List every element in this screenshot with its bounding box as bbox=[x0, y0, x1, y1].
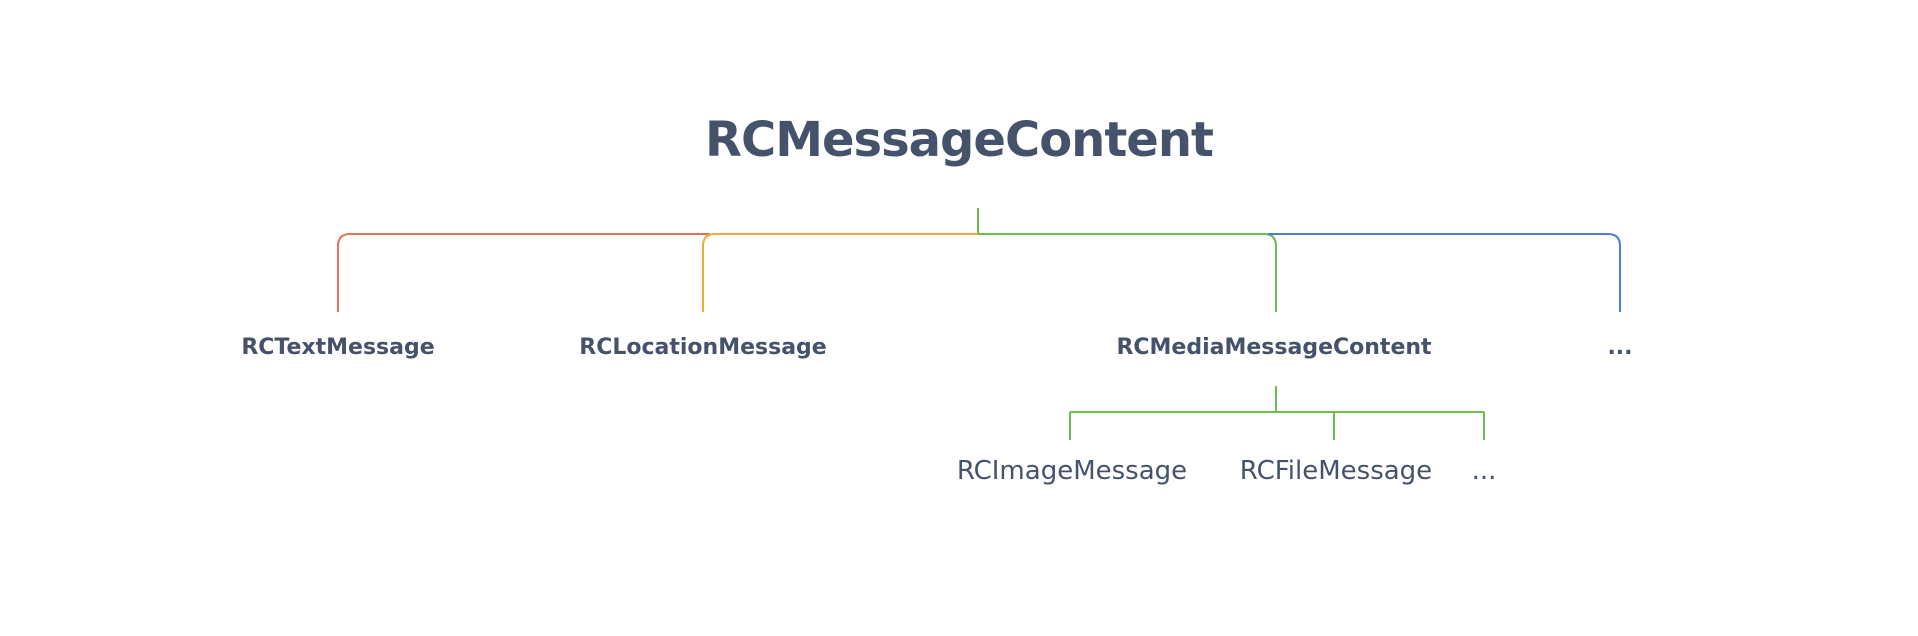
child-node-more: ... bbox=[1607, 335, 1633, 360]
child-node-media-message-content: RCMediaMessageContent bbox=[1116, 335, 1432, 360]
branch-line-more bbox=[1268, 233, 1621, 312]
branch-line-media-message-content bbox=[978, 233, 1277, 312]
child-node-text-message: RCTextMessage bbox=[241, 335, 435, 360]
child-node-location-message: RCLocationMessage bbox=[579, 335, 827, 360]
leaf-node-more: ... bbox=[1471, 456, 1497, 486]
branch-line-text-message bbox=[337, 233, 710, 312]
root-node-label: RCMessageContent bbox=[705, 112, 1214, 168]
leaf-node-file-message: RCFileMessage bbox=[1239, 456, 1433, 486]
branch-line-location-message bbox=[702, 233, 978, 312]
leaf-node-image-message: RCImageMessage bbox=[956, 456, 1188, 486]
